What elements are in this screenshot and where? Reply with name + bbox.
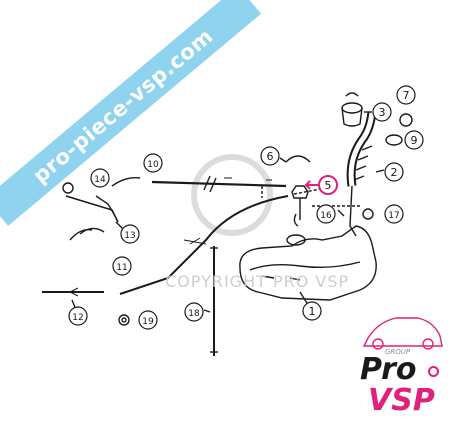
seal-9 xyxy=(385,134,403,146)
arrow-12 xyxy=(68,287,79,297)
callout-7-circle xyxy=(396,85,416,105)
logo-pro: Pro xyxy=(360,352,417,387)
callout-10-circle xyxy=(143,153,163,173)
logo-group-label: GROUP xyxy=(385,348,411,356)
return-arrow xyxy=(79,227,105,235)
tank-detail xyxy=(261,275,301,281)
callout-5-circle xyxy=(318,175,338,195)
logo-car xyxy=(362,317,443,350)
callout-12: 12 xyxy=(72,313,83,323)
callout-14: 14 xyxy=(94,175,106,185)
callout-11-circle xyxy=(112,256,132,276)
callout-18-circle xyxy=(184,302,204,322)
callout-7: 7 xyxy=(403,89,410,102)
callout-18: 18 xyxy=(188,309,200,319)
tank-seam xyxy=(249,261,361,271)
callout-6: 6 xyxy=(267,150,274,163)
callout-16-circle xyxy=(316,204,336,224)
callout-12-circle xyxy=(68,306,88,326)
cable-curve xyxy=(69,229,93,241)
return-line-11 xyxy=(119,195,289,295)
clamp-17 xyxy=(362,208,374,220)
washer-hole xyxy=(121,317,127,323)
line-junction xyxy=(183,237,207,245)
leader-2 xyxy=(375,169,385,173)
hose-ribs xyxy=(353,145,373,181)
filler-cap-body xyxy=(341,107,363,127)
hose-end xyxy=(111,176,141,187)
callout-2-circle xyxy=(384,162,404,182)
callout-11: 11 xyxy=(116,263,127,273)
leader-18 xyxy=(203,309,211,313)
fuel-tank xyxy=(239,225,377,301)
sender-float-arm xyxy=(293,213,299,227)
callout-2: 2 xyxy=(391,166,398,179)
clamp-6 xyxy=(285,155,311,163)
filler-cap xyxy=(341,102,363,114)
highlight-arrow xyxy=(304,180,318,190)
callout-1-circle xyxy=(302,301,322,321)
callout-13-circle xyxy=(120,224,140,244)
watermark-circle xyxy=(191,154,273,236)
callout-3-circle xyxy=(372,102,392,122)
callout-14-circle xyxy=(90,168,110,188)
leader-6 xyxy=(279,157,287,163)
bracket-14 xyxy=(95,195,115,215)
callout-6-circle xyxy=(260,146,280,166)
callout-16: 16 xyxy=(320,211,332,221)
callout-10: 10 xyxy=(147,160,159,170)
callout-17-circle xyxy=(384,204,404,224)
logo-dot xyxy=(428,366,439,377)
logo-vsp: VSP xyxy=(368,383,435,418)
fuel-line-10 xyxy=(151,180,287,188)
gasket-7 xyxy=(399,113,413,127)
callout-1: 1 xyxy=(309,305,316,318)
clip-16 xyxy=(337,209,345,217)
break-mark xyxy=(203,175,217,193)
callout-17: 17 xyxy=(388,211,399,221)
callout-9-circle xyxy=(404,130,424,150)
callout-9: 9 xyxy=(411,134,418,147)
copyright-watermark: COPYRIGHT PRO VSP xyxy=(165,272,350,291)
filler-hose-inner xyxy=(348,111,375,187)
callout-5: 5 xyxy=(325,179,332,192)
sender-unit xyxy=(291,185,309,199)
washer-19 xyxy=(118,314,130,326)
callout-13: 13 xyxy=(124,231,135,241)
eyelet-15 xyxy=(62,182,74,194)
tank-ring xyxy=(286,234,306,246)
callout-3: 3 xyxy=(379,106,386,119)
callout-19: 19 xyxy=(142,317,154,327)
callout-19-circle xyxy=(138,310,158,330)
flow-arrows xyxy=(224,177,272,181)
filler-pipe xyxy=(349,185,357,237)
cap-handle xyxy=(345,92,359,97)
